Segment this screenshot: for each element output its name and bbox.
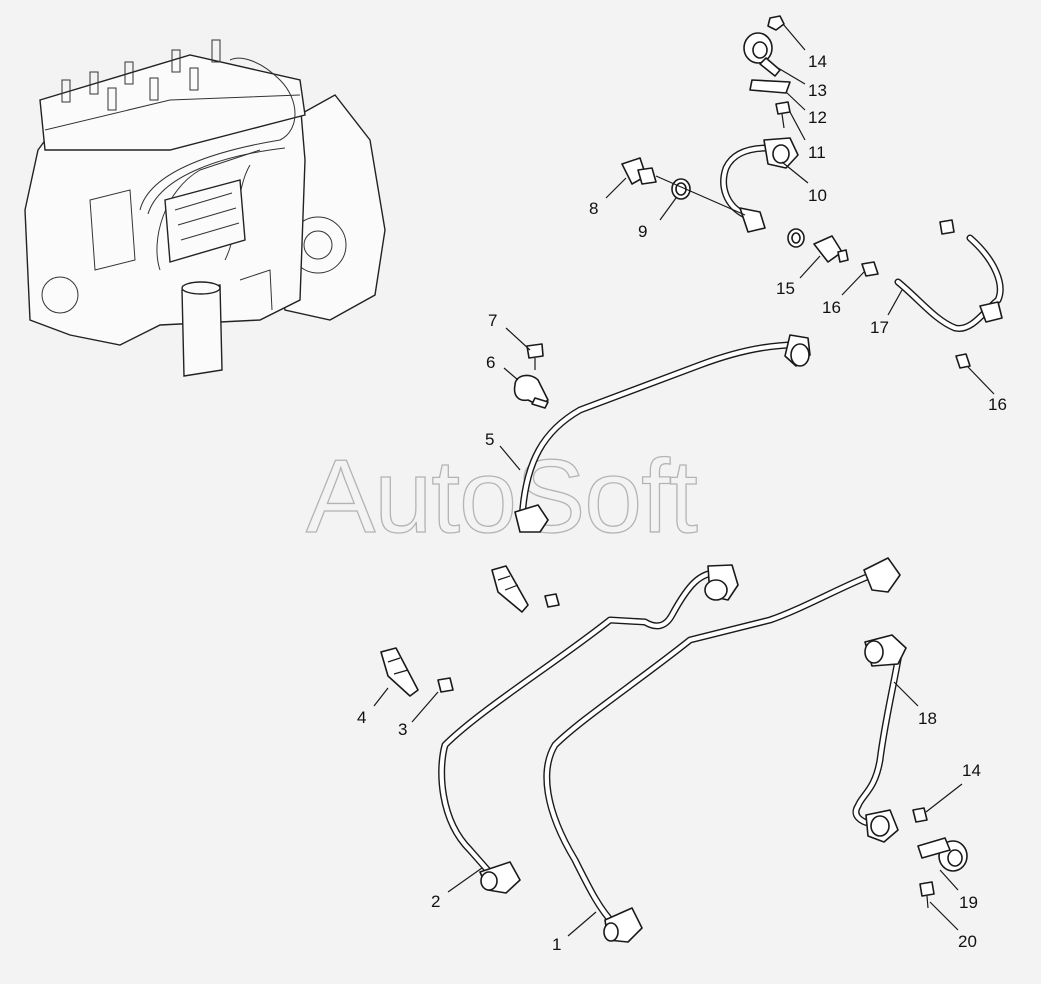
fuel-line-part-18 — [852, 634, 907, 843]
bolt-part-11 — [775, 101, 791, 129]
washer-part-9 — [671, 178, 691, 200]
hose-part-10 — [720, 137, 799, 233]
callout-14-upper: 14 — [808, 52, 827, 71]
nut-part-14 — [767, 15, 785, 31]
callout-12: 12 — [808, 108, 827, 127]
callout-18: 18 — [918, 709, 937, 728]
nut-part-3 — [437, 677, 454, 693]
callout-14-lower: 14 — [962, 761, 981, 780]
callout-19: 19 — [959, 893, 978, 912]
callout-1: 1 — [552, 935, 561, 954]
callout-15: 15 — [776, 279, 795, 298]
callout-labels: 14 13 12 11 10 8 9 15 16 17 16 7 6 5 4 3… — [357, 52, 1007, 954]
fitting-part-8 — [621, 157, 657, 185]
fuel-line-part-17 — [894, 234, 1004, 332]
callout-3: 3 — [398, 720, 407, 739]
fuel-line-part-5 — [514, 334, 811, 533]
callout-6: 6 — [486, 353, 495, 372]
callout-13: 13 — [808, 81, 827, 100]
callout-5: 5 — [485, 430, 494, 449]
clamp-part-19 — [917, 837, 968, 872]
fitting-part-15 — [813, 235, 849, 263]
nut-part-upper — [544, 593, 560, 608]
callout-16-upper: 16 — [822, 298, 841, 317]
callout-11: 11 — [808, 143, 826, 162]
clamp-part-13 — [743, 32, 781, 77]
clip-part-4 — [380, 647, 419, 697]
washer-near-part-15 — [787, 228, 805, 248]
bracket-part-12 — [749, 79, 791, 94]
callout-4: 4 — [357, 708, 366, 727]
nut-part-17-end — [939, 219, 955, 235]
nut-part-16b — [955, 353, 971, 369]
callout-2: 2 — [431, 892, 440, 911]
leader-lines — [373, 23, 995, 937]
callout-17: 17 — [870, 318, 889, 337]
bolt-part-20 — [919, 881, 935, 909]
nut-part-14-lower — [912, 807, 928, 823]
nut-part-16a — [861, 261, 879, 277]
callout-9: 9 — [638, 222, 647, 241]
callout-16-right: 16 — [988, 395, 1007, 414]
callout-20: 20 — [958, 932, 977, 951]
clip-part-upper — [491, 565, 529, 613]
callout-8: 8 — [589, 199, 598, 218]
callout-10: 10 — [808, 186, 827, 205]
watermark: AutoSoft — [306, 439, 698, 555]
callout-7: 7 — [488, 311, 497, 330]
clamp-part-6 — [513, 374, 549, 409]
bolt-part-7 — [526, 343, 544, 370]
engine-assembly-illustration — [24, 39, 386, 377]
fuel-line-part-1 — [543, 557, 901, 943]
fuel-line-part-2 — [438, 564, 739, 894]
